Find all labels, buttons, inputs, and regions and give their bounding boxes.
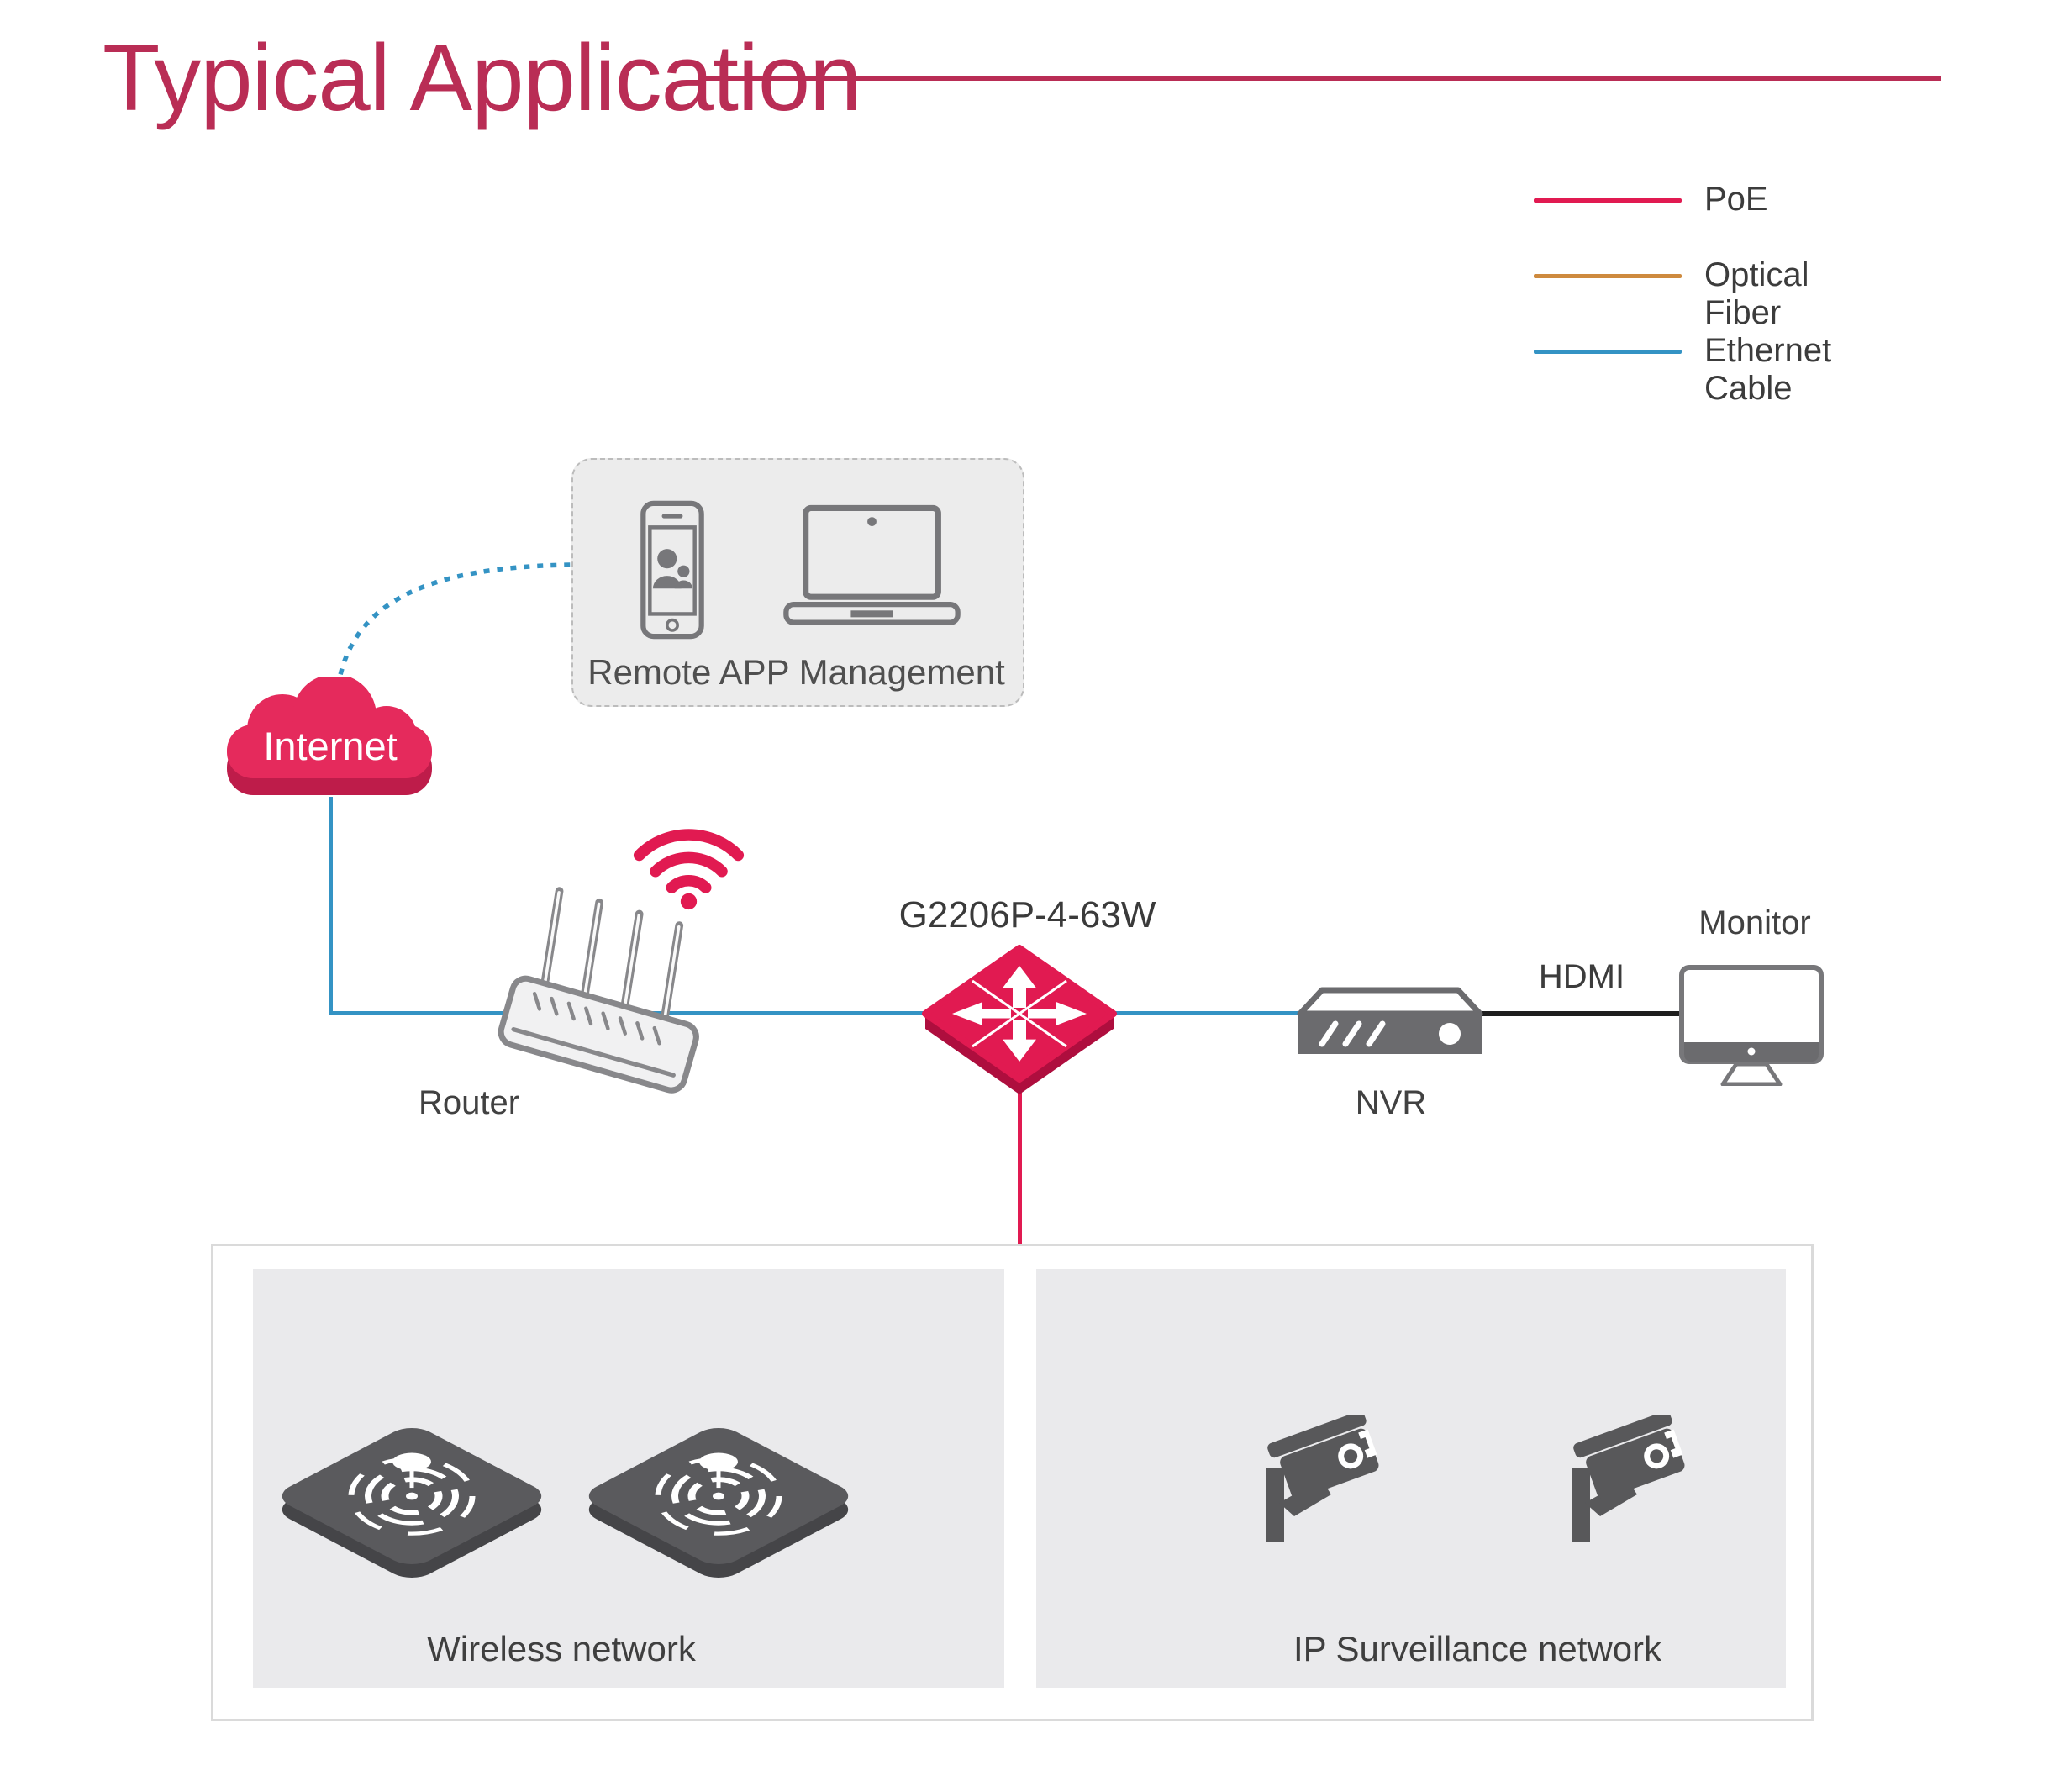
ip-surveillance-label: IP Surveillance network [1293, 1629, 1662, 1668]
monitor-icon [1679, 965, 1824, 1086]
smartphone-icon [640, 500, 704, 640]
legend-ethernet-line [1534, 350, 1682, 354]
legend-optical-fiber-line [1534, 274, 1682, 278]
legend-optical-fiber-label: Optical Fiber [1704, 256, 1809, 331]
ethernet-line-internet-router [329, 797, 333, 1015]
hdmi-cable-line [1479, 1011, 1688, 1016]
ethernet-line-router-switch-nvr [329, 1011, 1307, 1015]
legend-ethernet-label: Ethernet Cable [1704, 332, 1832, 407]
wifi-signal-icon [633, 829, 745, 910]
ip-camera-icon [1572, 1415, 1685, 1542]
hdmi-label: HDMI [1538, 958, 1625, 995]
poe-switch-icon [922, 945, 1117, 1094]
wireless-network-label: Wireless network [427, 1629, 696, 1668]
router-label: Router [418, 1084, 520, 1121]
nvr-icon [1297, 987, 1483, 1054]
laptop-icon [783, 504, 961, 625]
title-rule [700, 76, 1941, 81]
internet-to-app-dotted-link [335, 562, 574, 688]
monitor-label: Monitor [1698, 904, 1811, 941]
poe-line-switch-drop [1018, 1076, 1022, 1305]
internet-label: Internet [263, 724, 398, 768]
access-point-icon [282, 1427, 542, 1579]
internet-cloud-icon [227, 677, 432, 795]
legend-poe-line [1534, 198, 1682, 203]
ip-camera-icon [1266, 1415, 1379, 1542]
access-point-icon [588, 1427, 849, 1579]
nvr-label: NVR [1355, 1084, 1427, 1121]
remote-app-management-label: Remote APP Management [587, 652, 1005, 692]
router-icon [498, 887, 699, 1094]
legend-poe-label: PoE [1704, 181, 1768, 218]
switch-model-label: G2206P-4-63W [898, 894, 1156, 936]
